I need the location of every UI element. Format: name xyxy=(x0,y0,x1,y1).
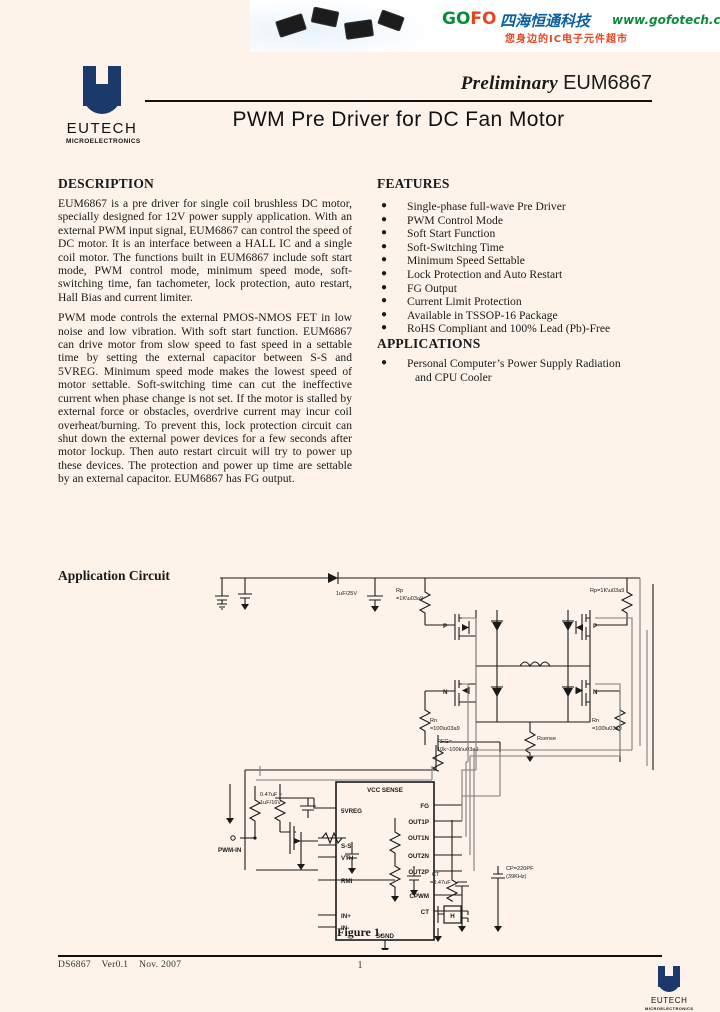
list-item: Minimum Speed Settable xyxy=(377,253,672,268)
header-divider xyxy=(145,100,652,102)
list-item: RoHS Compliant and 100% Lead (Pb)-Free xyxy=(377,321,672,336)
hall-sensor-label: H xyxy=(450,913,455,920)
description-column: DESCRIPTION EUM6867 is a pre driver for … xyxy=(58,176,352,493)
circuit-label-nmos1: N xyxy=(443,689,448,696)
features-list: Single-phase full-wave Pre Driver PWM Co… xyxy=(377,199,672,336)
ic-pin-vcc-sense: VCC SENSE xyxy=(367,787,403,794)
gofo-brand-fo: FO xyxy=(470,9,497,29)
feature-label: FG Output xyxy=(407,281,457,295)
circuit-label-pmos2: P xyxy=(593,623,597,630)
circuit-label-rn-right-val: =100\u03a9 xyxy=(592,726,622,732)
ic-pin-out2p: OUT2P xyxy=(408,869,429,876)
eutech-u-mark-icon xyxy=(79,66,125,118)
ic-pin-inn: IN- xyxy=(341,925,349,932)
gofo-brand-go: GO xyxy=(442,9,471,29)
ic-pin-ct: CT xyxy=(421,909,429,916)
features-heading: FEATURES xyxy=(377,176,450,191)
list-item: Current Limit Protection xyxy=(377,294,672,309)
ic-pin-cpwm: CPWM xyxy=(409,893,429,900)
footer-eutech-logo: EUTECH MICROELECTRONICS xyxy=(645,966,693,1011)
list-item: PWM Control Mode xyxy=(377,213,672,228)
circuit-label-pmos1: P xyxy=(443,623,447,630)
footer-logo-name: EUTECH xyxy=(650,996,688,1005)
list-item: Soft-Switching Time xyxy=(377,240,672,255)
banner-company-name-cn: 四海恒通科技 xyxy=(500,12,591,30)
application-circuit-heading: Application Circuit xyxy=(58,568,170,583)
eutech-logo-subtitle: MICROELECTRONICS xyxy=(66,138,141,145)
circuit-label-cp: CP=220PF xyxy=(506,866,534,872)
circuit-label-cp-freq: (39KHz) xyxy=(506,874,527,880)
circuit-label-rn-right: Rn xyxy=(592,718,599,724)
circuit-label-rp-right: Rp=1K\u03a9 xyxy=(590,588,624,594)
feature-label: Available in TSSOP-16 Package xyxy=(407,308,558,322)
list-item: Single-phase full-wave Pre Driver xyxy=(377,199,672,214)
banner-slogan-cn: 您身边的IC电子元件超市 xyxy=(505,34,629,45)
footer-eutech-u-mark-icon xyxy=(656,966,682,994)
applications-heading: APPLICATIONS xyxy=(377,335,481,351)
part-number: EUM6867 xyxy=(563,72,652,94)
ic-pin-rmi: RMI xyxy=(341,878,353,885)
footer-doc-info: DS6867 Ver0.1 Nov. 2007 xyxy=(58,960,181,970)
circuit-label-rfg-val: 10k~100k\u03a9 xyxy=(437,747,479,753)
footer-doc-id: DS6867 xyxy=(58,960,91,970)
list-item: Personal Computer’s Power Supply Radiati… xyxy=(377,356,672,385)
circuit-label-rfg: RFG= xyxy=(437,739,452,745)
application-circuit-diagram: .w { stroke:#1a1a1a; stroke-width:1.1; f… xyxy=(200,570,700,954)
advertisement-banner: GOFO 四海恒通科技 www.gofotech.com 您身边的IC电子元件超… xyxy=(250,0,720,52)
footer-date: Nov. 2007 xyxy=(139,960,182,970)
page-header: EUTECH MICROELECTRONICS Preliminary EUM6… xyxy=(0,58,720,168)
list-item: Available in TSSOP-16 Package xyxy=(377,308,672,323)
preliminary-part-heading: Preliminary EUM6867 xyxy=(461,72,652,95)
circuit-label-rp-left: Rp xyxy=(396,588,403,594)
circuit-label-ct-val: =0.47uF xyxy=(430,880,451,886)
circuit-label-rn-left-val: =100\u03a9 xyxy=(430,726,460,732)
feature-label: RoHS Compliant and 100% Lead (Pb)-Free xyxy=(407,322,611,336)
ic-pin-out1n: OUT1N xyxy=(408,835,430,842)
circuit-label-rn-left: Rn xyxy=(430,718,437,724)
banner-website-url[interactable]: www.gofotech.com xyxy=(612,13,720,27)
ic-pin-inp: IN+ xyxy=(341,913,351,920)
footer-logo-subtitle: MICROELECTRONICS xyxy=(645,1006,694,1011)
circuit-label-c1: 1uF/25V xyxy=(336,591,357,597)
figure-caption: Figure 1. xyxy=(337,925,383,939)
applications-list: Personal Computer’s Power Supply Radiati… xyxy=(377,356,672,385)
circuit-label-pwm-in: PWM-IN xyxy=(218,847,242,854)
description-paragraph-1: EUM6867 is a pre driver for single coil … xyxy=(58,197,352,304)
circuit-label-rsense: Rsense xyxy=(537,736,556,742)
feature-label: Lock Protection and Auto Restart xyxy=(407,267,563,281)
page-number: 1 xyxy=(357,960,363,971)
ic-pin-out1p: OUT1P xyxy=(408,819,429,826)
application-label-line2: and CPU Cooler xyxy=(415,370,492,384)
feature-label: Soft Start Function xyxy=(407,227,496,241)
description-heading: DESCRIPTION xyxy=(58,176,154,191)
list-item: FG Output xyxy=(377,281,672,296)
circuit-label-cap-ss-1: 0.47uF ~ xyxy=(260,792,283,798)
ic-pin-ss: S-S xyxy=(341,843,351,850)
circuit-label-ct: CT xyxy=(432,872,440,878)
feature-label: PWM Control Mode xyxy=(407,213,503,227)
list-item: Soft Start Function xyxy=(377,226,672,241)
eutech-logo: EUTECH MICROELECTRONICS xyxy=(66,66,141,158)
footer-version: Ver0.1 xyxy=(101,960,129,970)
ic-pin-5vreg: 5VREG xyxy=(341,808,362,815)
list-item: Lock Protection and Auto Restart xyxy=(377,267,672,282)
circuit-label-nmos2: N xyxy=(593,689,598,696)
gofo-brand-logo: GOFO xyxy=(442,10,496,28)
feature-label: Current Limit Protection xyxy=(407,295,522,309)
eutech-logo-name: EUTECH xyxy=(66,120,138,137)
circuit-label-cap-ss-2: 1uF/16V xyxy=(260,800,281,806)
ic-pin-out2n: OUT2N xyxy=(408,853,430,860)
ic-pin-fg: FG xyxy=(420,803,429,810)
feature-label: Single-phase full-wave Pre Driver xyxy=(407,200,566,213)
description-paragraph-2: PWM mode controls the external PMOS-NMOS… xyxy=(58,311,352,486)
page-title: PWM Pre Driver for DC Fan Motor xyxy=(232,108,565,131)
footer-divider xyxy=(58,955,662,957)
circuit-label-rp-left-val: =1K\u03a9 xyxy=(396,596,423,602)
preliminary-label: Preliminary xyxy=(460,73,558,94)
application-label-line1: Personal Computer’s Power Supply Radiati… xyxy=(407,356,621,370)
features-column: FEATURES Single-phase full-wave Pre Driv… xyxy=(377,176,672,385)
feature-label: Soft-Switching Time xyxy=(407,240,504,254)
ic-pin-sgnd: SGND xyxy=(376,933,394,940)
feature-label: Minimum Speed Settable xyxy=(407,254,525,268)
